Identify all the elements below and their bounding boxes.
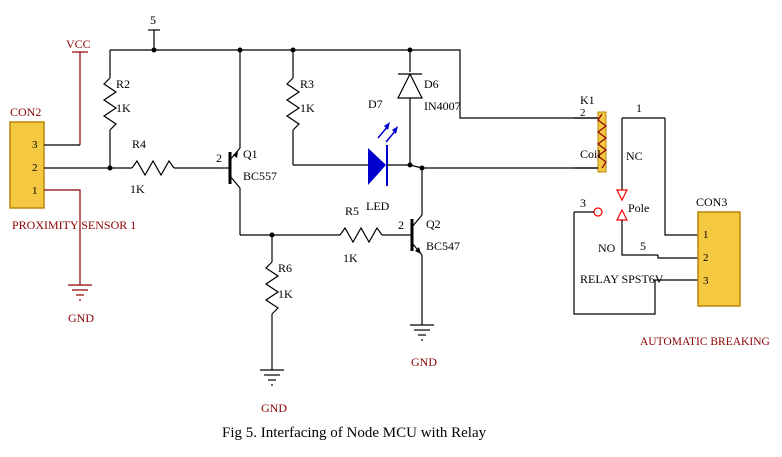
vcc-label: VCC <box>66 37 91 51</box>
r5-value: 1K <box>343 251 358 265</box>
relay-coil-label: Coil <box>580 147 601 161</box>
q2-pin: 2 <box>398 218 404 232</box>
gnd-label-r6: GND <box>261 401 287 415</box>
relay-pin2: 2 <box>580 107 586 119</box>
gnd-symbol-r6 <box>260 369 284 386</box>
r6-name: R6 <box>278 261 292 275</box>
relay-no-label: NO <box>598 241 616 255</box>
automatic-breaking-label: AUTOMATIC BREAKING <box>640 336 770 348</box>
relay-name: K1 <box>580 93 595 107</box>
q1-name: Q1 <box>243 147 258 161</box>
top-rail <box>110 29 413 53</box>
vcc-symbol <box>72 51 88 145</box>
r5-name: R5 <box>345 204 359 218</box>
r2-name: R2 <box>116 77 130 91</box>
gnd-label-con2: GND <box>68 311 94 325</box>
resistor-r3 <box>285 50 368 166</box>
led-d7 <box>368 122 410 186</box>
resistor-r4 <box>110 159 222 177</box>
diode-d6 <box>397 50 425 171</box>
relay-pole-label: Pole <box>628 201 649 215</box>
relay-k1 <box>573 111 700 315</box>
con2-pin-1: 1 <box>32 185 38 197</box>
proximity-sensor-label: PROXIMITY SENSOR 1 <box>12 218 136 232</box>
con3-pin-3: 3 <box>703 275 709 287</box>
d7-part: LED <box>366 199 390 213</box>
r4-name: R4 <box>132 137 146 151</box>
r6-value: 1K <box>278 287 293 301</box>
con2-connector <box>9 121 45 209</box>
r4-value: 1K <box>130 182 145 196</box>
node-5-label: 5 <box>150 13 156 27</box>
con2-name: CON2 <box>10 105 41 119</box>
transistor-q2 <box>405 168 423 325</box>
transistor-q1 <box>222 50 241 235</box>
r3-value: 1K <box>300 101 315 115</box>
q1-pin: 2 <box>216 151 222 165</box>
con3-connector <box>697 211 741 307</box>
con2-pin-3: 3 <box>32 139 38 151</box>
resistor-r5 <box>339 226 405 244</box>
q2-name: Q2 <box>426 217 441 231</box>
con2-pin-2: 2 <box>32 162 38 174</box>
figure-caption: Fig 5. Interfacing of Node MCU with Rela… <box>222 425 487 441</box>
relay-pin1: 1 <box>636 101 642 115</box>
d7-name: D7 <box>368 97 383 111</box>
gnd-symbol-q2 <box>410 324 434 341</box>
d6-name: D6 <box>424 77 439 91</box>
d6-part: IN4007 <box>424 99 461 113</box>
r2-value: 1K <box>116 101 131 115</box>
gnd-label-q2: GND <box>411 355 437 369</box>
resistor-r6 <box>264 235 280 370</box>
relay-nc-label: NC <box>626 149 643 163</box>
q2-part: BC547 <box>426 239 460 253</box>
gnd-symbol-con2 <box>68 284 92 301</box>
q1-part: BC557 <box>243 169 277 183</box>
relay-pin5: 5 <box>640 239 646 253</box>
con3-name: CON3 <box>696 195 727 209</box>
relay-part: RELAY SPST6V <box>580 272 664 286</box>
con3-pin-2: 2 <box>703 252 709 264</box>
r3-name: R3 <box>300 77 314 91</box>
con3-pin-1: 1 <box>703 229 709 241</box>
relay-pin3: 3 <box>580 196 586 210</box>
resistor-r2 <box>102 50 118 171</box>
